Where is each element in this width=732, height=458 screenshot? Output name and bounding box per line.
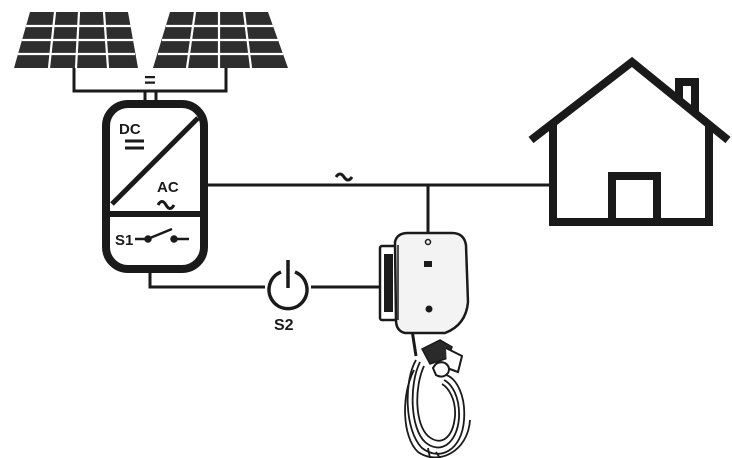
switch-s1-label: S1 [115, 232, 133, 249]
dc-label: DC [119, 121, 141, 138]
ev-charger-icon [378, 231, 471, 458]
s2-wiring [148, 269, 385, 289]
ac-label: AC [157, 179, 179, 196]
panel-link-symbol: = [144, 70, 156, 92]
ac-line-symbol [334, 172, 354, 182]
solar-panel-right [153, 11, 288, 69]
ac-wiring [204, 183, 555, 233]
switch-s1-symbol [135, 227, 189, 243]
house-icon [528, 56, 731, 226]
switch-s2-power-icon [267, 260, 309, 311]
inverter [102, 100, 208, 273]
inverter-diagonal [110, 116, 200, 206]
solar-panel-left [14, 11, 138, 69]
switch-s2-label: S2 [274, 317, 294, 334]
ac-symbol [156, 200, 176, 210]
